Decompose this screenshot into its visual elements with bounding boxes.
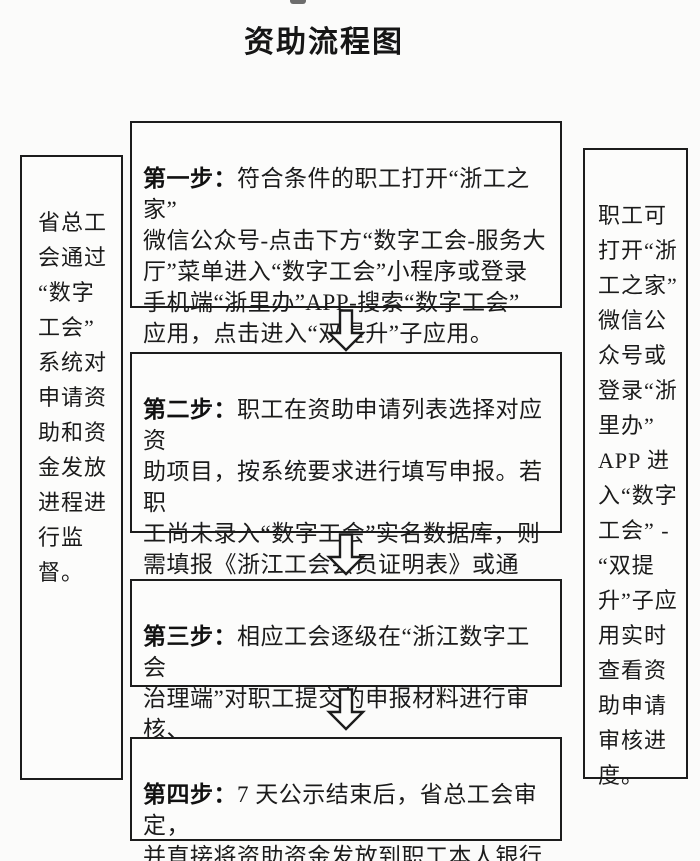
down-block-arrow-icon xyxy=(326,533,366,576)
step-1-text: 符合条件的职工打开“浙工之家” 微信公众号-点击下方“数字工会-服务大 厅”菜单… xyxy=(143,166,547,346)
step-4-label: 第四步： xyxy=(143,782,237,807)
left-supervision-note-box: 省总工 会通过 “数字 工会” 系统对 申请资 助和资 金发放 进程进 行监督。 xyxy=(20,155,123,780)
step-3-box: 第三步：相应工会逐级在“浙江数字工会 治理端”对职工提交的申报材料进行审核、 上… xyxy=(130,579,562,773)
right-note-text: 职工可 打开“浙 工之家” 微信公 众号或 登录“浙 里办” APP 进 入“数… xyxy=(598,203,678,788)
step-2-label: 第二步： xyxy=(143,397,237,422)
scan-artifact xyxy=(290,0,306,4)
page-title: 资助流程图 xyxy=(244,26,404,59)
step-1-label: 第一步： xyxy=(143,166,237,191)
step-2-box: 第二步：职工在资助申请列表选择对应资 助项目，按系统要求进行填写申报。若职 工尚… xyxy=(130,352,562,639)
step-4-box: 第四步：7 天公示结束后，省总工会审定， 并直接将资助资金发放到职工本人银行卡 … xyxy=(130,737,562,861)
down-block-arrow-icon xyxy=(326,688,366,731)
step-1-box: 第一步：符合条件的职工打开“浙工之家” 微信公众号-点击下方“数字工会-服务大 … xyxy=(130,121,562,346)
down-block-arrow-icon xyxy=(326,309,366,352)
right-progress-note-box: 职工可 打开“浙 工之家” 微信公 众号或 登录“浙 里办” APP 进 入“数… xyxy=(583,148,688,788)
step-3-label: 第三步： xyxy=(143,624,237,649)
step-4-text: 7 天公示结束后，省总工会审定， 并直接将资助资金发放到职工本人银行卡 账户。 xyxy=(143,782,543,861)
left-note-text: 省总工 会通过 “数字 工会” 系统对 申请资 助和资 金发放 进程进 行监督。 xyxy=(38,210,108,585)
